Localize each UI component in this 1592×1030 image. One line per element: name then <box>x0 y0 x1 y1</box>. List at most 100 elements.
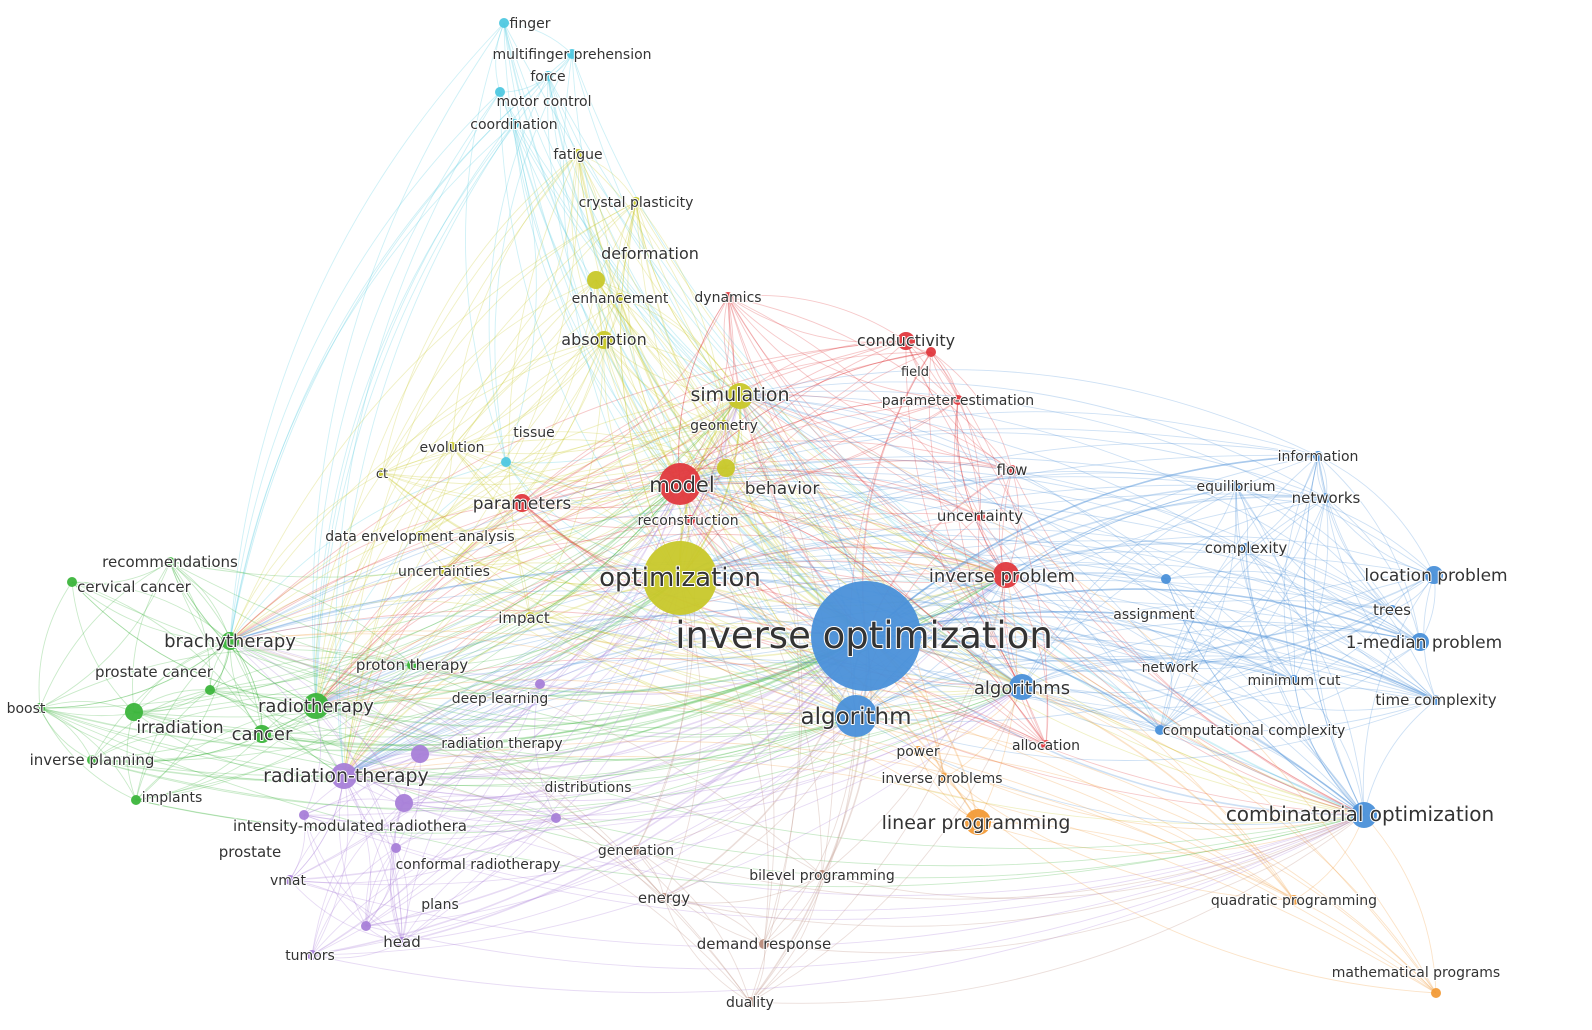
network-link <box>403 802 1365 896</box>
node-imrt[interactable] <box>395 794 413 812</box>
node-tissue[interactable] <box>501 457 511 467</box>
node-ct[interactable] <box>377 468 387 478</box>
node-cervical[interactable] <box>67 577 77 587</box>
node-model[interactable] <box>659 463 701 505</box>
node-fatigue[interactable] <box>573 149 583 159</box>
node-prostate[interactable] <box>299 810 309 820</box>
node-cancer[interactable] <box>253 725 271 743</box>
node-recommendations[interactable] <box>165 557 175 567</box>
network-link <box>403 686 1023 817</box>
node-distributions[interactable] <box>551 813 561 823</box>
node-radtherapy2[interactable] <box>411 745 429 763</box>
node-plans[interactable] <box>361 921 371 931</box>
node-motor[interactable] <box>495 87 505 97</box>
node-enhancement[interactable] <box>615 293 625 303</box>
node-radtherapy[interactable] <box>331 763 357 789</box>
node-invproblems[interactable] <box>939 773 949 783</box>
node-reconstruction[interactable] <box>685 515 695 525</box>
node-inverseproblem[interactable] <box>993 562 1019 588</box>
label-network: network <box>1142 660 1200 676</box>
node-duality[interactable] <box>745 997 755 1007</box>
node-assignment[interactable] <box>1161 574 1171 584</box>
node-equilibrium[interactable] <box>1231 481 1241 491</box>
node-tumors[interactable] <box>307 950 317 960</box>
node-vmat[interactable] <box>285 875 295 885</box>
node-proton[interactable] <box>407 660 417 670</box>
node-crystal[interactable] <box>631 197 641 207</box>
label-inverseproblem: inverse problem <box>929 566 1075 587</box>
network-link <box>865 455 1319 637</box>
label-implants: implants <box>142 790 203 806</box>
node-linprog[interactable] <box>965 809 991 835</box>
network-link <box>419 339 605 537</box>
node-mathprog[interactable] <box>1431 988 1441 998</box>
node-implants[interactable] <box>131 795 141 805</box>
node-uncertainty[interactable] <box>975 511 985 521</box>
node-generation[interactable] <box>631 845 641 855</box>
node-power[interactable] <box>913 746 923 756</box>
network-link <box>635 201 867 637</box>
node-simulation[interactable] <box>727 383 753 409</box>
node-onemedian[interactable] <box>1411 633 1429 651</box>
network-link <box>855 715 1437 994</box>
node-radiotherapy[interactable] <box>303 693 329 719</box>
node-bilevel[interactable] <box>817 870 827 880</box>
node-compcomplexity[interactable] <box>1155 725 1165 735</box>
node-behavior[interactable] <box>717 459 735 477</box>
node-quadprog[interactable] <box>1289 895 1299 905</box>
node-demand[interactable] <box>759 939 769 949</box>
node-combopt[interactable] <box>1351 802 1377 828</box>
network-link <box>1021 624 1421 688</box>
network-link <box>571 53 857 717</box>
node-irradiation[interactable] <box>125 703 143 721</box>
network-link <box>229 562 681 642</box>
network-link <box>679 399 959 486</box>
node-network[interactable] <box>1165 662 1175 672</box>
node-evolution[interactable] <box>447 442 457 452</box>
node-force[interactable] <box>543 71 553 81</box>
node-mincut[interactable] <box>1289 675 1299 685</box>
node-inverseopt[interactable] <box>811 581 921 691</box>
node-deeplearning[interactable] <box>535 679 545 689</box>
node-allocation[interactable] <box>1041 740 1051 750</box>
node-timecomplexity[interactable] <box>1431 695 1441 705</box>
node-geometry[interactable] <box>719 420 729 430</box>
network-link <box>1165 578 1295 681</box>
node-finger[interactable] <box>499 18 509 28</box>
node-dea[interactable] <box>415 531 425 541</box>
node-multifinger[interactable] <box>567 49 577 59</box>
node-parameters[interactable] <box>513 494 531 512</box>
node-boost[interactable] <box>35 703 45 713</box>
node-information[interactable] <box>1313 451 1323 461</box>
network-link <box>1293 679 1365 816</box>
node-complexity[interactable] <box>1241 543 1251 553</box>
node-dynamics[interactable] <box>723 292 733 302</box>
node-networks[interactable] <box>1321 493 1331 503</box>
node-uncertainties[interactable] <box>439 566 449 576</box>
node-optimization[interactable] <box>643 541 717 615</box>
node-trees[interactable] <box>1387 605 1397 615</box>
node-location[interactable] <box>1425 566 1443 584</box>
node-conductivity[interactable] <box>897 332 915 350</box>
network-link <box>739 395 1171 668</box>
node-algorithms[interactable] <box>1009 674 1035 700</box>
node-head[interactable] <box>397 937 407 947</box>
node-deformation[interactable] <box>587 271 605 289</box>
node-invplanning[interactable] <box>87 755 97 765</box>
node-conformal[interactable] <box>391 843 401 853</box>
network-link <box>314 472 383 707</box>
node-flow[interactable] <box>1007 465 1017 475</box>
network-link <box>749 574 1007 1003</box>
node-impact[interactable] <box>525 612 535 622</box>
node-paramest[interactable] <box>953 395 963 405</box>
node-field[interactable] <box>926 347 936 357</box>
node-energy[interactable] <box>659 893 669 903</box>
node-coordination[interactable] <box>509 119 519 129</box>
node-prostatecancer[interactable] <box>205 685 215 695</box>
network-link <box>443 570 867 650</box>
node-algorithm[interactable] <box>835 695 877 737</box>
node-absorption[interactable] <box>595 331 613 349</box>
network-link <box>343 339 605 777</box>
node-brachytherapy[interactable] <box>221 632 239 650</box>
network-link <box>739 369 1319 457</box>
